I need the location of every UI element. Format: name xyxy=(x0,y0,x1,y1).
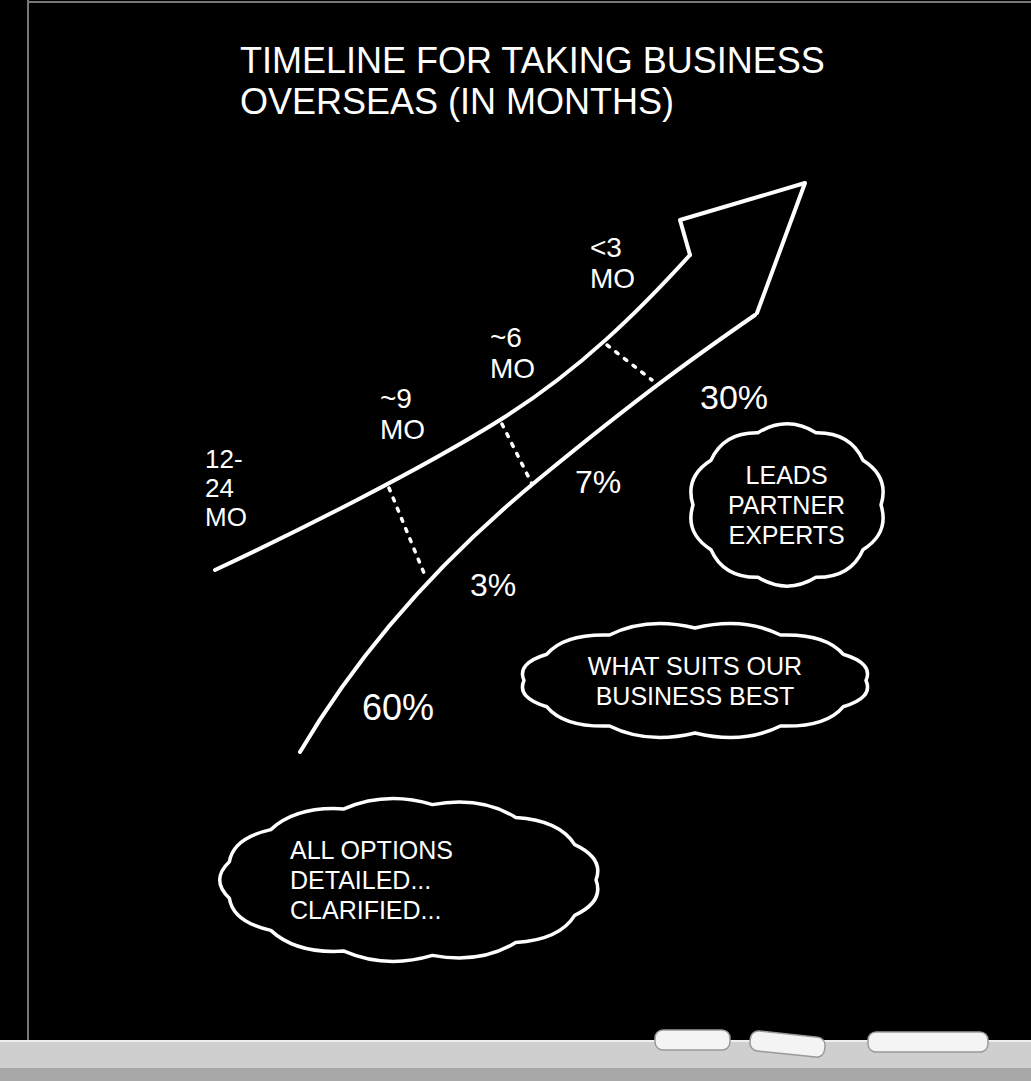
percentage: 30% xyxy=(700,378,768,416)
cloud-outline-path xyxy=(691,424,883,586)
board-frame xyxy=(27,0,29,1040)
thought-cloud: LEADS PARTNER EXPERTS xyxy=(684,420,890,590)
timeline-mark: <3 MO xyxy=(590,232,635,295)
chalk-piece xyxy=(868,1032,988,1052)
percentage: 7% xyxy=(575,465,621,501)
cloud-outline xyxy=(515,619,875,742)
chalk-tray-edge xyxy=(0,1068,1031,1081)
stage-divider xyxy=(607,345,652,380)
cloud-text-line: WHAT SUITS OUR BUSINESS BEST xyxy=(585,651,805,711)
timeline-mark: ~6 MO xyxy=(490,322,535,385)
board-frame xyxy=(28,1,1031,3)
timeline-mark: ~9 MO xyxy=(380,383,425,446)
stage-divider xyxy=(389,488,426,578)
cloud-text: WHAT SUITS OUR BUSINESS BEST xyxy=(585,651,805,711)
cloud-text: ALL OPTIONS DETAILED... CLARIFIED... xyxy=(290,835,530,925)
cloud-text: LEADS PARTNER EXPERTS xyxy=(728,460,845,550)
chalk-piece xyxy=(655,1030,730,1050)
cloud-text-line: LEADS PARTNER EXPERTS xyxy=(728,460,845,550)
cloud-outline-path xyxy=(220,799,598,962)
thought-cloud: WHAT SUITS OUR BUSINESS BEST xyxy=(515,619,875,742)
chalk-piece xyxy=(749,1030,826,1058)
thought-cloud: ALL OPTIONS DETAILED... CLARIFIED... xyxy=(215,795,605,965)
timeline-mark: 12- 24 MO xyxy=(205,445,247,532)
stage-divider xyxy=(502,424,532,484)
percentage: 3% xyxy=(470,568,516,604)
percentage: 60% xyxy=(362,688,434,728)
cloud-outline-path xyxy=(522,623,867,737)
board-title: TIMELINE FOR TAKING BUSINESS OVERSEAS (I… xyxy=(240,40,860,123)
arrow-head xyxy=(680,183,805,313)
cloud-text-line: ALL OPTIONS DETAILED... CLARIFIED... xyxy=(290,835,530,925)
